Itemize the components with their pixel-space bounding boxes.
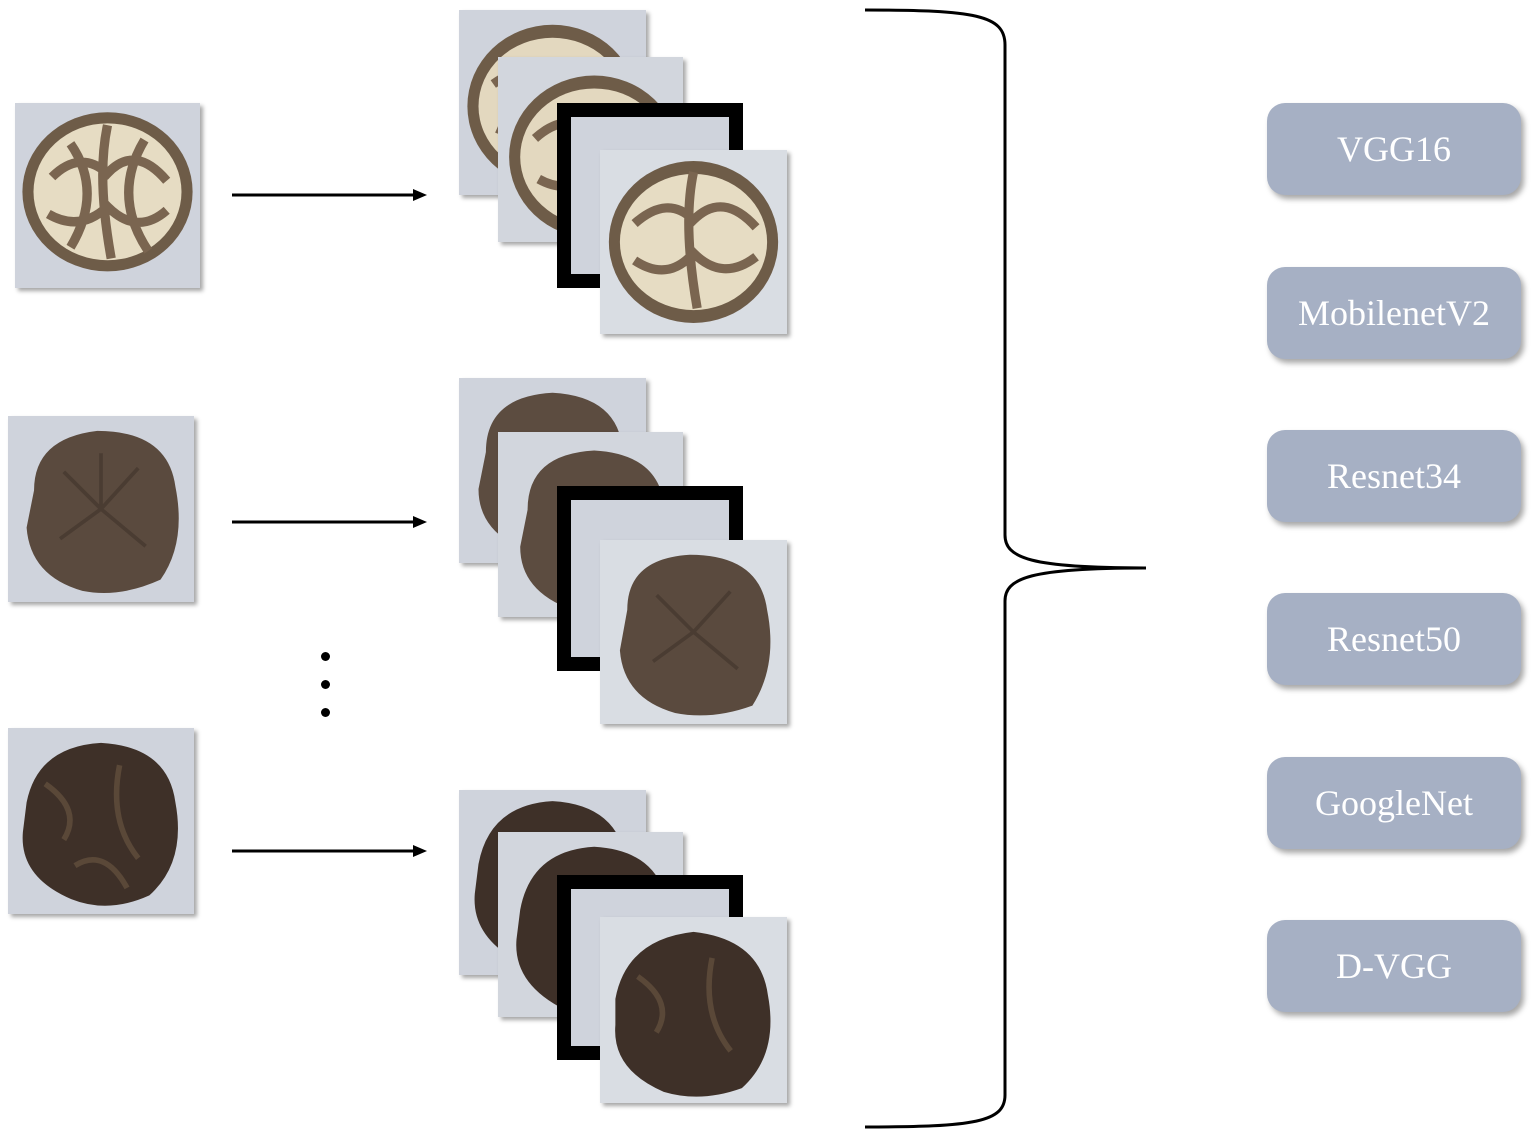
model-label: Resnet50	[1327, 619, 1461, 659]
arrow-row-1	[232, 189, 427, 201]
dark-mushroom-icon	[8, 728, 194, 914]
curly-brace	[864, 8, 1147, 1129]
model-label: Resnet34	[1327, 456, 1461, 496]
model-label: MobilenetV2	[1298, 293, 1490, 333]
model-label: D-VGG	[1336, 946, 1452, 986]
ellipsis-dot-2	[321, 680, 330, 689]
light-mushroom-icon	[15, 103, 200, 288]
input-image-light-mushroom	[15, 103, 200, 288]
ellipsis-dot-3	[321, 708, 330, 717]
model-box-vgg16: VGG16	[1267, 103, 1521, 195]
aug-image-3-4	[600, 917, 787, 1103]
aug-image-1-4	[600, 150, 787, 334]
ellipsis-dot-1	[321, 652, 330, 661]
model-label: GoogleNet	[1315, 783, 1473, 823]
model-box-resnet50: Resnet50	[1267, 593, 1521, 685]
medium-mushroom-icon	[8, 416, 194, 602]
model-box-mobilenetv2: MobilenetV2	[1267, 267, 1521, 359]
input-image-dark-mushroom	[8, 728, 194, 914]
input-image-medium-mushroom	[8, 416, 194, 602]
model-box-googlenet: GoogleNet	[1267, 757, 1521, 849]
model-label: VGG16	[1337, 129, 1451, 169]
aug-image-2-4	[600, 540, 787, 724]
arrow-row-3	[232, 845, 427, 857]
model-box-d-vgg: D-VGG	[1267, 920, 1521, 1012]
model-box-resnet34: Resnet34	[1267, 430, 1521, 522]
arrow-row-2	[232, 516, 427, 528]
